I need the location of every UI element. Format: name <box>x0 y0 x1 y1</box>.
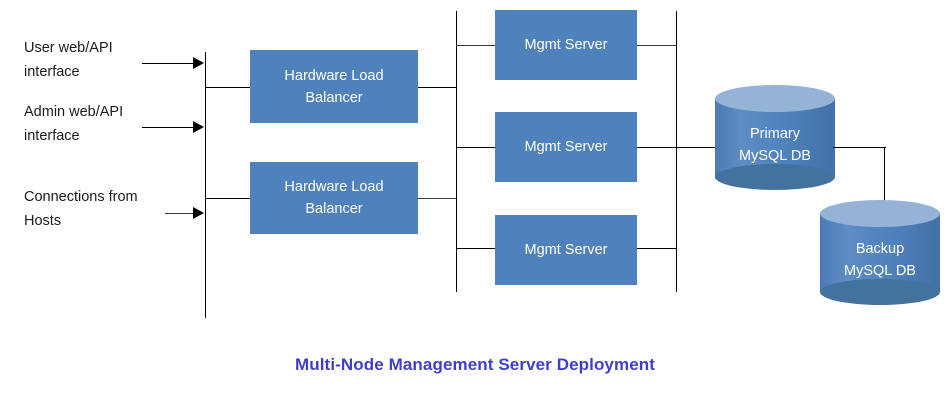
cylinder-top-cap <box>715 85 835 112</box>
connector-ingress-to-load-balancer-2 <box>205 198 251 199</box>
cylinder-bottom-cap <box>715 164 835 190</box>
node-primary-mysql-db[interactable]: Primary MySQL DB <box>715 85 835 190</box>
connector-primary-db-to-backup-db-horizontal <box>833 147 886 148</box>
input-label-admin-web-api: Admin web/API interface <box>24 104 124 144</box>
connector-mgmt-server-1-to-db-bus <box>637 45 677 46</box>
input-label-user-web-api: User web/API interface <box>24 40 113 80</box>
db-bus-vertical <box>676 11 677 292</box>
node-label: Hardware Load Balancer <box>284 67 384 106</box>
node-label: Hardware Load Balancer <box>284 179 384 217</box>
node-mgmt-server-2[interactable]: Mgmt Server <box>495 112 637 182</box>
node-mgmt-server-3[interactable]: Mgmt Server <box>495 215 637 285</box>
node-label: Mgmt Server <box>524 37 608 53</box>
cylinder-bottom-cap <box>820 279 940 305</box>
node-hardware-load-balancer-1[interactable]: Hardware Load Balancer <box>250 50 418 123</box>
arrow-head-user-web-api <box>193 57 204 69</box>
arrow-head-connections-from-hosts <box>193 207 204 219</box>
node-hardware-load-balancer-2[interactable]: Hardware Load Balancer <box>250 162 418 234</box>
arrow-line-user-web-api <box>142 63 194 64</box>
diagram-caption: Multi-Node Management Server Deployment <box>294 355 656 374</box>
node-mgmt-server-1[interactable]: Mgmt Server <box>495 10 637 80</box>
cylinder-top-cap <box>820 200 940 227</box>
connector-mgmt-server-2-to-db-bus <box>637 147 677 148</box>
arrow-head-admin-web-api <box>193 121 204 133</box>
node-label: Mgmt Server <box>524 242 608 258</box>
node-backup-mysql-db[interactable]: Backup MySQL DB <box>820 200 940 305</box>
connector-load-balancer-2-to-mgmt-bus <box>418 198 457 199</box>
ingress-bus-vertical <box>205 52 206 318</box>
connector-mgmt-server-3-to-db-bus <box>637 248 677 249</box>
mgmt-ingress-bus-vertical <box>456 11 457 292</box>
arrow-line-connections-from-hosts <box>165 213 194 214</box>
connector-mgmt-bus-to-server-3 <box>456 248 496 249</box>
connector-primary-db-to-backup-db-vertical <box>884 147 885 212</box>
connector-load-balancer-1-to-mgmt-bus <box>418 87 457 88</box>
connector-db-bus-to-primary-db <box>676 147 724 148</box>
connector-ingress-to-load-balancer-1 <box>205 87 251 88</box>
input-label-connections-from-hosts: Connections from Hosts <box>24 189 138 229</box>
connector-mgmt-bus-to-server-1 <box>456 45 496 46</box>
arrow-line-admin-web-api <box>142 127 194 128</box>
node-label: Mgmt Server <box>524 139 608 155</box>
connector-mgmt-bus-to-server-2 <box>456 147 496 148</box>
